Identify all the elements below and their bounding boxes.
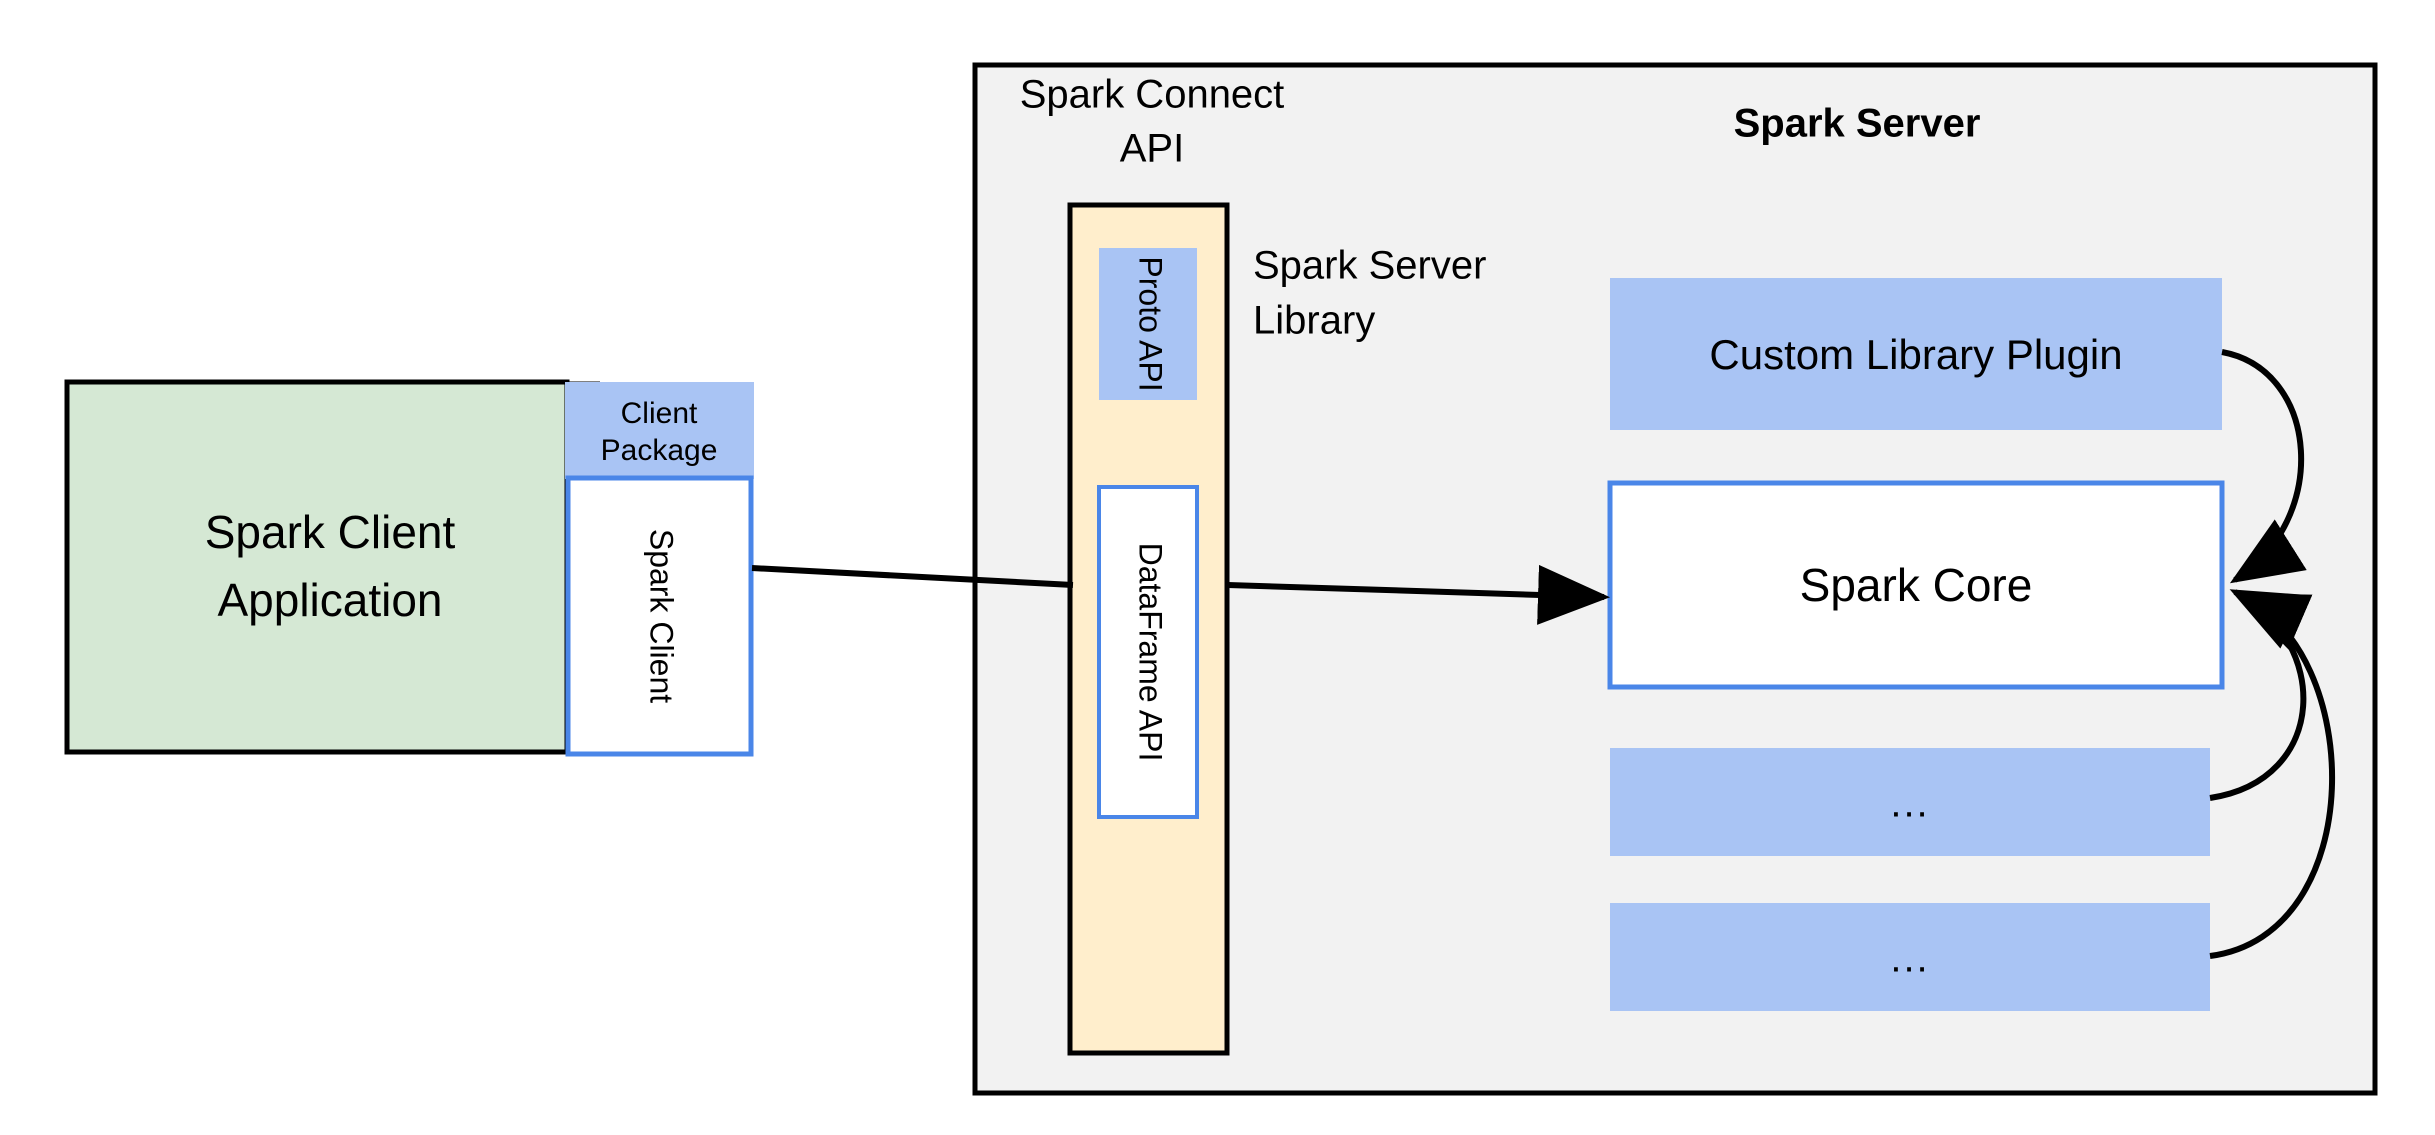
- spark-client-application-background: [64, 379, 570, 755]
- spark-client-application-label-line1: Spark Client: [205, 506, 456, 558]
- custom-library-plugin-background: [1610, 278, 2222, 430]
- spark-server-title: Spark Server: [1734, 102, 1981, 146]
- dataframe-api-label: DataFrame API: [1133, 543, 1169, 762]
- ellipsis-box-2[interactable]: ...: [1610, 903, 2210, 1011]
- proto-api-box-background: [1099, 248, 1197, 400]
- client-package-box[interactable]: Client Package: [565, 382, 754, 479]
- spark-core-label: Spark Core: [1800, 559, 2033, 611]
- proto-api-label: Proto API: [1133, 256, 1169, 391]
- custom-library-plugin-box[interactable]: Custom Library Plugin: [1610, 278, 2222, 430]
- spark-connect-api-label-line2: API: [1120, 127, 1184, 171]
- spark-server-library-label-line2: Library: [1253, 299, 1375, 343]
- spark-client-label: Spark Client: [644, 529, 680, 703]
- connection-client-to-connect-api: [751, 565, 1074, 588]
- ellipsis-box-2-label: ...: [1890, 937, 1929, 981]
- ellipsis-box-1-label: ...: [1890, 782, 1929, 826]
- connection-connect-api-to-spark-core: [1227, 564, 1610, 625]
- spark-connect-api-label-line1: Spark Connect: [1020, 73, 1285, 117]
- spark-server-library-label-line1: Spark Server: [1253, 244, 1486, 288]
- ellipsis-box-2-background: [1610, 903, 2210, 1011]
- connection-plugin-to-spark-core: [2221, 349, 2307, 584]
- client-package-label-line1: Client: [621, 397, 698, 430]
- ellipsis-box-1[interactable]: ...: [1610, 748, 2210, 856]
- proto-api-box[interactable]: Proto API: [1099, 248, 1197, 400]
- ellipsis-box-1-background: [1610, 748, 2210, 856]
- spark-connect-api-label: Spark Connect API: [1020, 73, 1285, 171]
- custom-library-plugin-label: Custom Library Plugin: [1709, 331, 2122, 378]
- spark-core-box[interactable]: Spark Core: [1607, 480, 2225, 690]
- spark-core-background: [1607, 480, 2225, 690]
- dataframe-api-box-background: [1097, 485, 1199, 819]
- client-package-background: [565, 382, 754, 479]
- spark-client-box[interactable]: Spark Client: [565, 475, 754, 757]
- spark-server-library-label: Spark Server Library: [1253, 244, 1486, 343]
- spark-client-application-label-line2: Application: [217, 574, 442, 626]
- client-package-label-line2: Package: [601, 434, 718, 467]
- dataframe-api-box[interactable]: DataFrame API: [1097, 485, 1199, 819]
- spark-client-application-box[interactable]: Spark Client Application: [64, 379, 570, 755]
- spark-client-background: [565, 475, 754, 757]
- connection-ellipsis-2-to-spark-core: [2209, 593, 2336, 959]
